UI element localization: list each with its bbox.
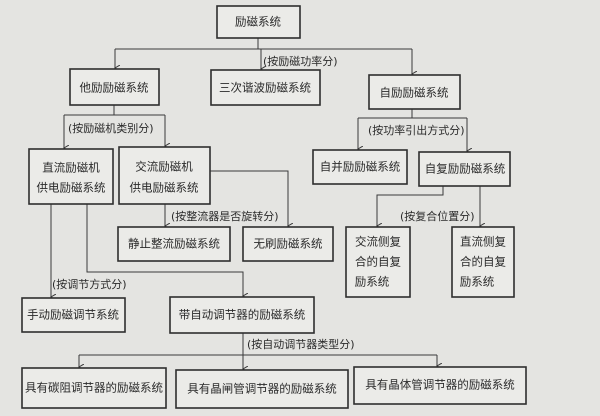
label-by-power: (按励磁功率分)	[263, 54, 338, 68]
node-label: 他励励磁系统	[80, 81, 149, 95]
node-self-excitation: 自励励磁系统	[368, 74, 461, 110]
node-manual: 手动励磁调节系统	[21, 297, 126, 333]
node-self-shunt: 自并励励磁系统	[312, 149, 408, 185]
node-brushless: 无刷励磁系统	[242, 226, 334, 262]
node-label: 交流励磁机	[135, 160, 193, 174]
node-label: 具有晶闸管调节器的励磁系统	[187, 382, 337, 396]
label-by-regulation-mode: (按调节方式分)	[52, 277, 127, 291]
node-label: 交流侧复	[355, 235, 401, 249]
node-ac-side-compound: 交流侧复 合的自复 励系统	[345, 226, 411, 298]
node-dc-exciter: 直流励磁机 供电励磁系统	[28, 148, 114, 205]
node-label: 自励励磁系统	[380, 86, 449, 100]
node-label: 供电励磁系统	[130, 181, 199, 195]
label-by-rectifier-rotation: (按整流器是否旋转分)	[171, 209, 279, 223]
node-self-compound: 自复励励磁系统	[418, 151, 511, 187]
node-dc-side-compound: 直流侧复 合的自复 励系统	[451, 226, 515, 298]
node-carbon-pile: 具有碳阻调节器的励磁系统	[21, 367, 167, 409]
node-label: 自复励励磁系统	[425, 162, 506, 176]
label-by-power-source: (按功率引出方式分)	[368, 123, 465, 137]
node-label: 具有晶体管调节器的励磁系统	[365, 378, 515, 392]
node-label: 三次谐波励磁系统	[219, 81, 311, 95]
label-by-compound-position: (按复合位置分)	[400, 209, 475, 223]
node-auto-regulator: 带自动调节器的励磁系统	[169, 296, 315, 334]
node-label: 励系统	[355, 275, 390, 289]
node-label: 供电励磁系统	[37, 181, 106, 195]
label-by-regulator-type: (按自动调节器类型分)	[247, 337, 355, 351]
node-label: 直流侧复	[460, 235, 506, 249]
node-label: 无刷励磁系统	[254, 237, 323, 251]
node-label: 带自动调节器的励磁系统	[179, 308, 306, 322]
label-by-exciter-type: (按励磁机类别分)	[68, 121, 154, 135]
node-thyristor: 具有晶闸管调节器的励磁系统	[175, 369, 349, 409]
connectors	[51, 38, 480, 369]
node-label: 手动励磁调节系统	[27, 308, 119, 322]
node-label: 合的自复	[460, 255, 506, 269]
node-label: 励磁系统	[235, 15, 281, 29]
node-label: 合的自复	[355, 255, 401, 269]
node-ac-exciter: 交流励磁机 供电励磁系统	[118, 146, 211, 205]
node-static-rectifier: 静止整流励磁系统	[117, 226, 231, 262]
node-root: 励磁系统	[216, 5, 301, 39]
node-label: 自并励励磁系统	[320, 160, 401, 174]
node-separate-excitation: 他励励磁系统	[69, 68, 160, 106]
node-label: 具有碳阻调节器的励磁系统	[25, 381, 163, 395]
node-label: 静止整流励磁系统	[128, 237, 220, 251]
node-label: 励系统	[460, 275, 495, 289]
node-third-harmonic: 三次谐波励磁系统	[210, 69, 321, 106]
node-label: 直流励磁机	[42, 161, 100, 175]
node-transistor: 具有晶体管调节器的励磁系统	[353, 366, 527, 405]
